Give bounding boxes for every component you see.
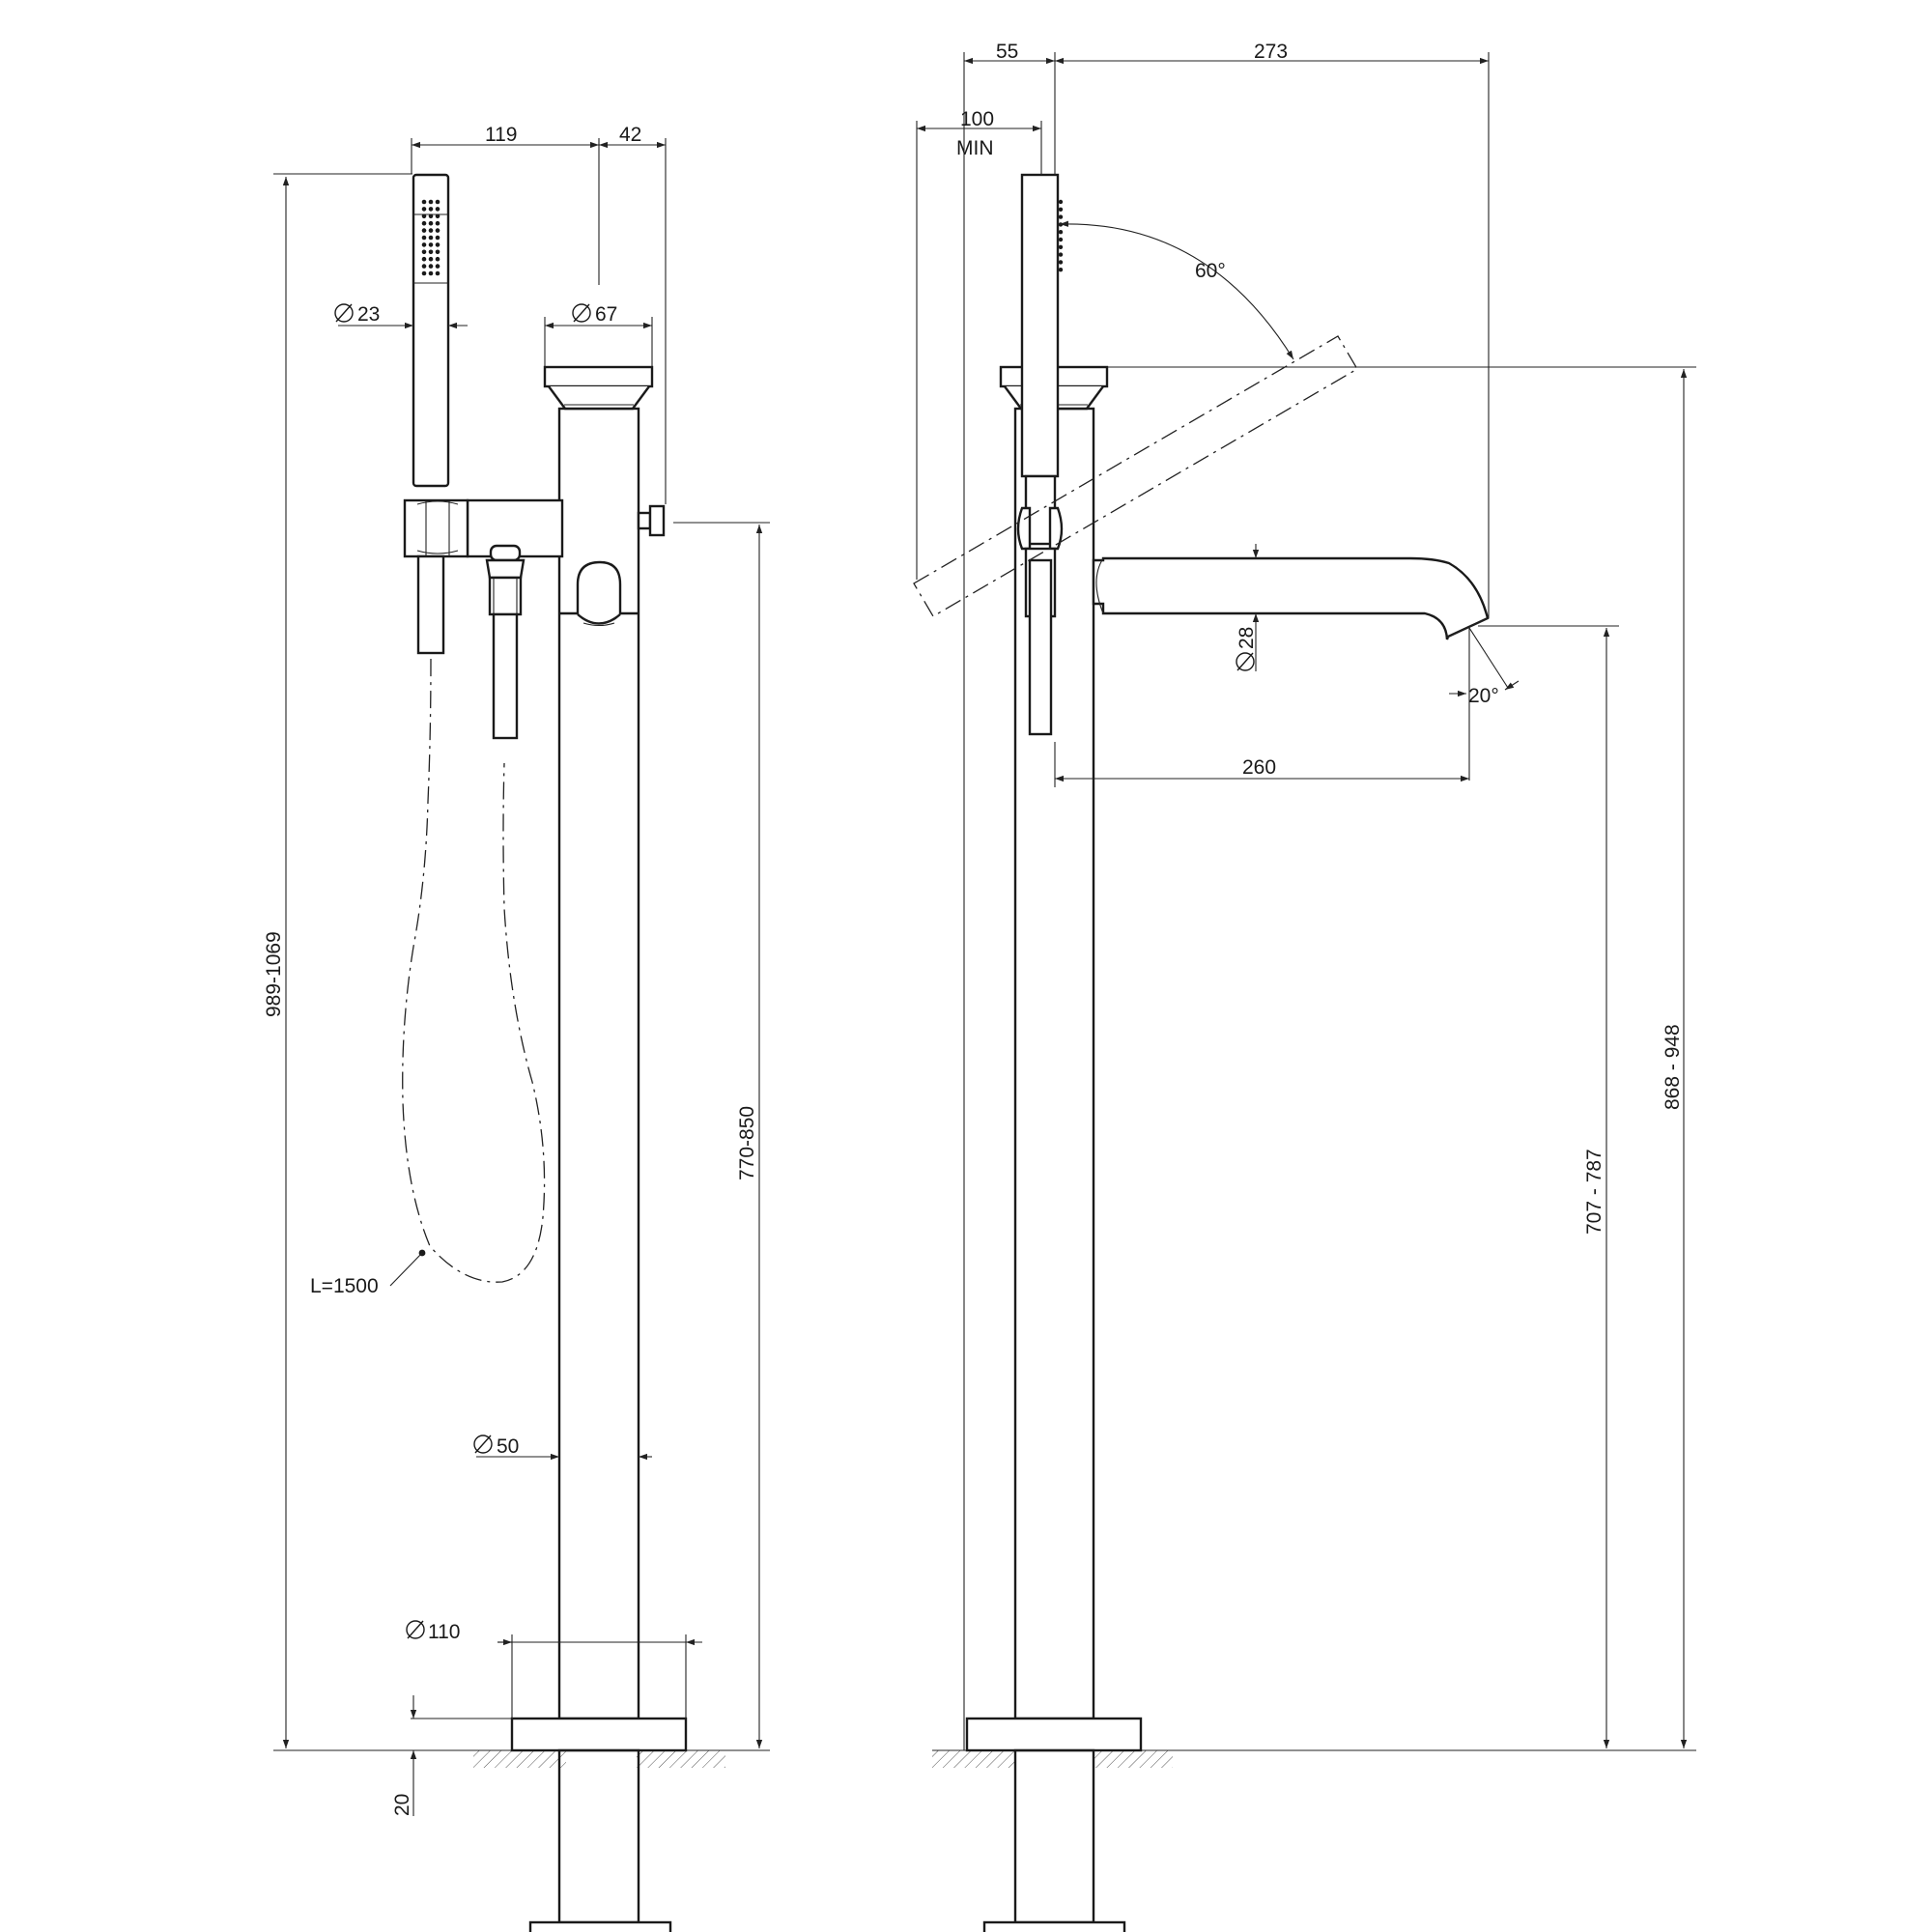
shower-hose-left [402, 658, 546, 1283]
spout-front [576, 560, 622, 627]
nozzle-dot [435, 228, 440, 233]
dim-273: 273 [1254, 41, 1288, 63]
hose-connector-left [485, 544, 526, 740]
nozzle-dot [435, 242, 440, 247]
nozzle-dot [435, 264, 440, 269]
dim-dia110: 110 [406, 1620, 702, 1719]
nozzle-dot [428, 264, 434, 269]
dim-260-value: 260 [1242, 756, 1276, 779]
nozzle-dot [421, 213, 427, 219]
side-view: 55 273 100 MIN 60° 28 [913, 41, 1696, 1932]
dim-20-value: 20 [391, 1794, 413, 1816]
dim-119-42: 119 42 [411, 124, 667, 504]
nozzle-dot [428, 220, 434, 226]
hand-shower-left [412, 173, 450, 655]
dim-55-273: 55 273 [963, 41, 1490, 618]
angle-20-value: 20° [1468, 685, 1499, 707]
dim-260: 260 [1054, 742, 1469, 787]
dim-dia50: 50 [473, 1435, 652, 1461]
dim-dia23-value: 23 [357, 303, 380, 326]
nozzle-dot [428, 213, 434, 219]
nozzle-dot-side [1058, 260, 1064, 265]
base-plate-right [965, 1717, 1143, 1932]
spout-side [1092, 556, 1490, 640]
dim-707-787-value: 707 - 787 [1583, 1149, 1605, 1235]
nozzle-dot [435, 256, 440, 262]
nozzle-dot [435, 207, 440, 212]
dim-989-1069-value: 989-1069 [263, 931, 285, 1017]
nozzle-dot [435, 270, 440, 276]
nozzle-dot-side [1058, 244, 1064, 249]
hand-shower-right [1016, 173, 1064, 736]
nozzle-dot-side [1058, 230, 1064, 235]
front-view: L=1500 119 42 23 [263, 124, 770, 1932]
nozzle-dot [435, 220, 440, 226]
nozzle-dot [428, 256, 434, 262]
dim-dia23: 23 [334, 303, 468, 329]
dim-55: 55 [996, 41, 1018, 63]
nozzle-dot [428, 235, 434, 241]
angle-20: 20° [1449, 627, 1520, 781]
dim-707-787: 707 - 787 [1478, 625, 1619, 1748]
nozzle-dot [428, 242, 434, 247]
nozzle-dot [435, 213, 440, 219]
dim-770-850: 770-850 [673, 522, 770, 1751]
top-cap-left [543, 365, 654, 411]
angle-60: 60° [1059, 220, 1294, 360]
dim-dia28-value: 28 [1236, 627, 1258, 649]
nozzle-dot [428, 249, 434, 255]
nozzle-dot [421, 207, 427, 212]
nozzle-dot [421, 235, 427, 241]
floor-hatch-right [932, 1749, 1173, 1768]
nozzle-dot-side [1058, 268, 1064, 272]
nozzle-dot [421, 220, 427, 226]
shower-nozzles [421, 199, 440, 276]
dim-dia67: 67 [544, 303, 653, 367]
nozzle-dot [421, 256, 427, 262]
dim-989-1069: 989-1069 [263, 173, 473, 1751]
nozzle-dot [421, 264, 427, 269]
nozzle-dot [428, 228, 434, 233]
nozzle-dot [421, 228, 427, 233]
nozzle-dot [421, 249, 427, 255]
nozzle-dot [428, 270, 434, 276]
angle-60-value: 60° [1195, 260, 1226, 282]
base-plate-left [510, 1717, 688, 1932]
dim-770-850-value: 770-850 [736, 1106, 758, 1180]
dim-dia110-value: 110 [428, 1621, 460, 1643]
tilted-shower-ghost [913, 335, 1358, 617]
dim-min: MIN [956, 137, 994, 159]
nozzle-dot-side [1058, 237, 1064, 242]
shower-nozzles-side [1058, 199, 1064, 272]
dim-119: 119 [485, 124, 517, 146]
nozzle-dot-side [1058, 207, 1064, 212]
nozzle-dot [428, 199, 434, 205]
dim-868-948-value: 868 - 948 [1662, 1024, 1684, 1110]
nozzle-dot-side [1058, 199, 1064, 205]
nozzle-dot [421, 199, 427, 205]
nozzle-dot-side [1058, 252, 1064, 257]
shower-holder-left [403, 498, 564, 558]
hose-length-label: L=1500 [310, 1275, 379, 1297]
nozzle-dot [435, 235, 440, 241]
nozzle-dot-side [1058, 214, 1064, 219]
dim-100: 100 [960, 108, 994, 130]
nozzle-dot [421, 270, 427, 276]
nozzle-dot [421, 242, 427, 247]
nozzle-dot [435, 199, 440, 205]
dim-20: 20 [391, 1695, 512, 1816]
diverter-knob-left [637, 504, 666, 537]
floor-hatch-left [473, 1749, 725, 1768]
dim-dia50-value: 50 [497, 1435, 519, 1458]
nozzle-dot [435, 249, 440, 255]
dim-100-min: 100 MIN [916, 108, 1042, 580]
dim-dia28: 28 [1236, 544, 1260, 671]
dim-868-948: 868 - 948 [1107, 366, 1696, 1751]
nozzle-dot [428, 207, 434, 212]
dim-42: 42 [619, 124, 641, 146]
dim-dia67-value: 67 [595, 303, 617, 326]
